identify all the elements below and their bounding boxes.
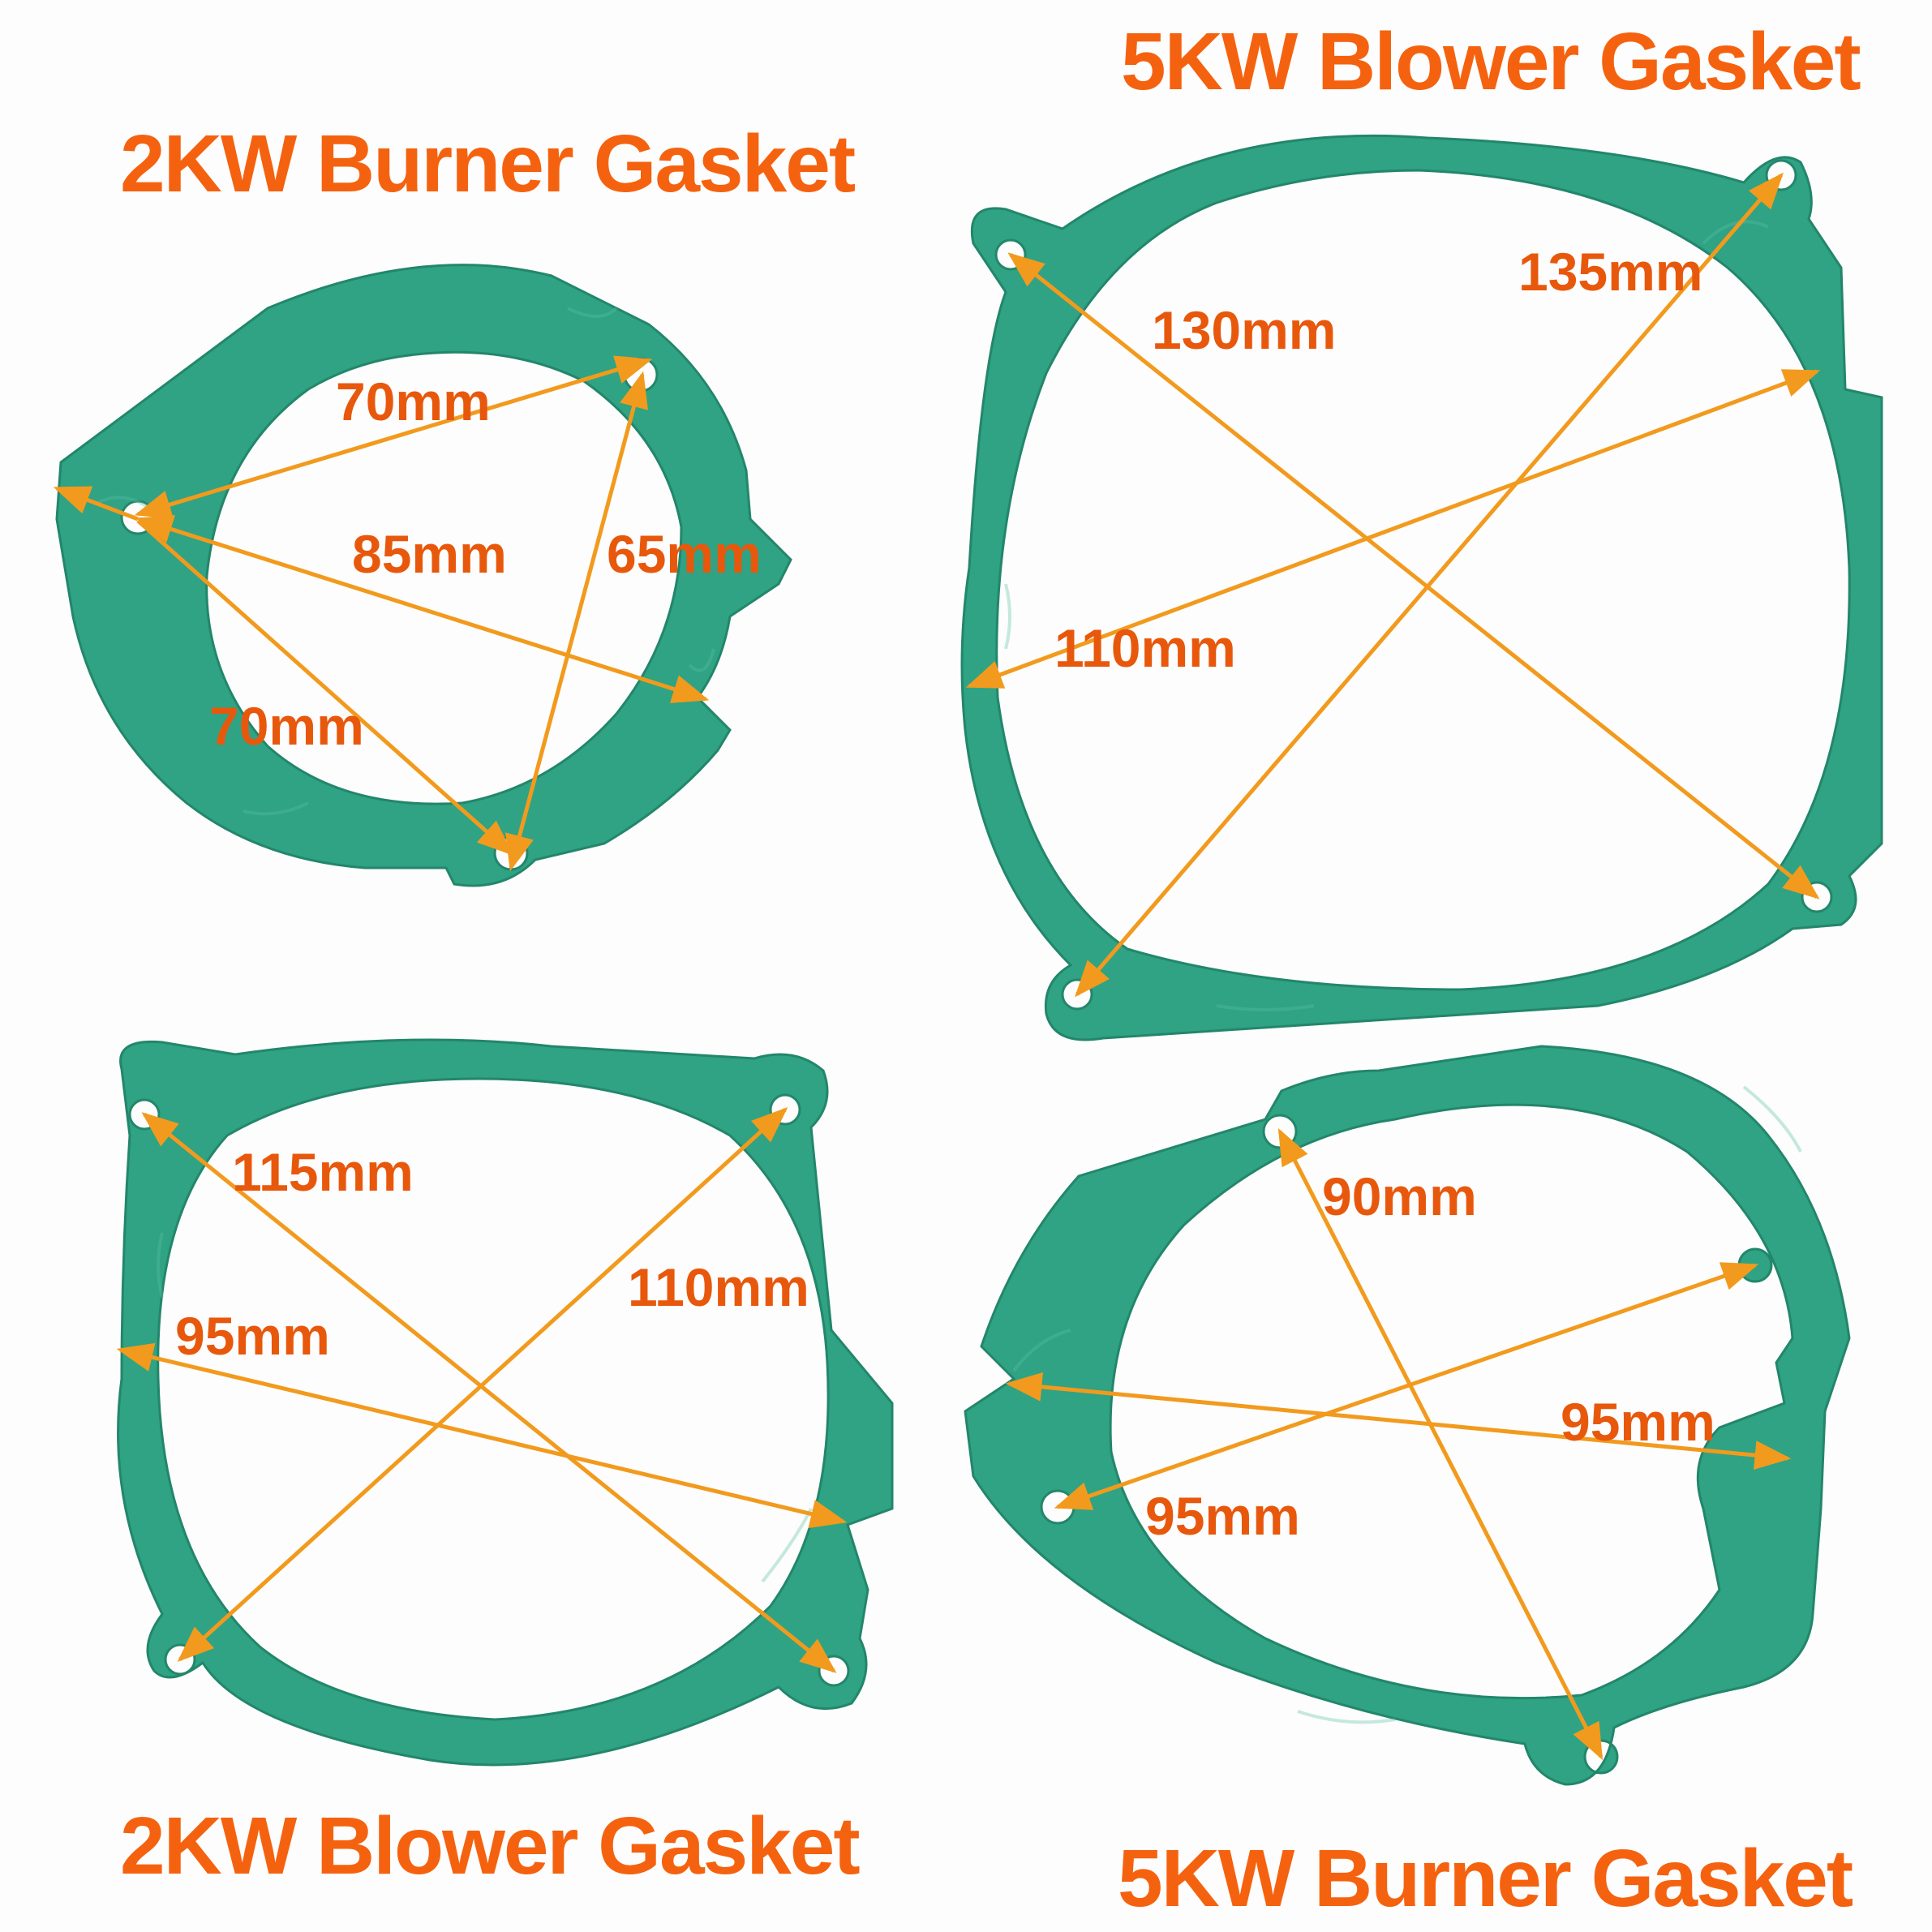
dim-label: 90mm: [1322, 1166, 1477, 1226]
title-2kw-burner-gasket: 2KW Burner Gasket: [120, 118, 856, 209]
dim-label: 95mm: [1145, 1486, 1300, 1546]
dim-label: 110mm: [1054, 618, 1236, 678]
dim-label: 70mm: [336, 371, 491, 431]
measurement-arrows: [53, 172, 1821, 1761]
title-5kw-blower-gasket: 5KW Blower Gasket: [1121, 16, 1861, 107]
dim-label: 70mm: [209, 696, 364, 756]
dim-label: 65mm: [607, 524, 762, 584]
dim-label: 85mm: [352, 524, 507, 584]
gasket-5kw-blower: [960, 134, 1883, 1041]
title-2kw-blower-gasket: 2KW Blower Gasket: [120, 1801, 860, 1891]
dim-label: 115mm: [232, 1142, 414, 1202]
gasket-5kw-burner: [964, 1045, 1851, 1786]
dim-label: 135mm: [1518, 242, 1703, 302]
dim-label: 110mm: [628, 1257, 809, 1317]
dim-label: 95mm: [175, 1306, 330, 1366]
dim-label: 130mm: [1152, 300, 1337, 360]
title-5kw-burner-gasket: 5KW Burner Gasket: [1118, 1833, 1853, 1924]
dim-label: 95mm: [1561, 1392, 1715, 1452]
